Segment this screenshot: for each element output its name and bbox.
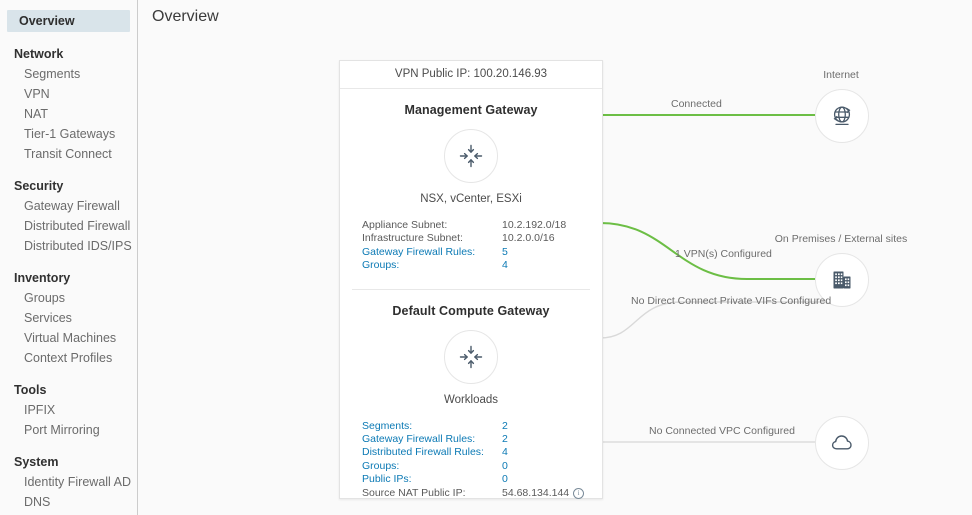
stat-row[interactable]: Public IPs: 0 bbox=[362, 473, 590, 486]
management-gateway-icon-circle[interactable] bbox=[444, 129, 498, 183]
stat-label: Infrastructure Subnet: bbox=[362, 232, 463, 245]
info-icon[interactable]: i bbox=[573, 487, 585, 499]
sidebar-item-dns[interactable]: DNS bbox=[24, 495, 51, 509]
stat-value[interactable]: 4 bbox=[502, 446, 508, 459]
stat-label: Appliance Subnet: bbox=[362, 219, 448, 231]
vpc-link-label: No Connected VPC Configured bbox=[649, 425, 795, 437]
stat-label[interactable]: Public IPs: bbox=[362, 473, 412, 486]
stat-row[interactable]: Gateway Firewall Rules: 5 bbox=[362, 246, 590, 259]
node-vpc[interactable] bbox=[815, 416, 869, 470]
sidebar-group-title: Security bbox=[14, 179, 64, 193]
stat-value[interactable]: 0 bbox=[502, 473, 508, 486]
sidebar-item-distributed-ids-ips[interactable]: Distributed IDS/IPS bbox=[24, 239, 132, 253]
vpn-link-label: 1 VPN(s) Configured bbox=[675, 248, 772, 260]
stat-row[interactable]: Gateway Firewall Rules: 2 bbox=[362, 433, 590, 446]
management-gateway-section: Management Gateway NSX, vCenter, ESXi Ap… bbox=[340, 89, 602, 273]
compute-gateway-title: Default Compute Gateway bbox=[392, 303, 550, 318]
sidebar-item-virtual-machines[interactable]: Virtual Machines bbox=[24, 331, 117, 345]
management-gateway-subtitle: NSX, vCenter, ESXi bbox=[420, 193, 522, 205]
stat-value[interactable]: 2 bbox=[502, 419, 508, 432]
sidebar-group-title: Inventory bbox=[14, 271, 71, 285]
sidebar-item-services[interactable]: Services bbox=[24, 311, 72, 325]
node-on-premises[interactable]: On Premises / External sites bbox=[775, 233, 907, 307]
stat-row[interactable]: Segments: 2 bbox=[362, 420, 590, 433]
vpn-line bbox=[599, 222, 815, 280]
stat-label[interactable]: Segments: bbox=[362, 419, 413, 432]
card-divider bbox=[352, 288, 590, 290]
sidebar-item-vpn[interactable]: VPN bbox=[24, 87, 50, 101]
stat-value: 10.2.192.0/18 bbox=[502, 219, 567, 231]
management-gateway-title: Management Gateway bbox=[404, 103, 538, 117]
vpn-public-ip-header: VPN Public IP: 100.20.146.93 bbox=[340, 61, 602, 89]
topology-diagram: Connected 1 VPN(s) Configured No Direct … bbox=[137, 0, 972, 515]
sidebar-item-identity-firewall-ad[interactable]: Identity Firewall AD bbox=[24, 475, 131, 489]
cloud-icon bbox=[831, 435, 852, 450]
node-internet-label: Internet bbox=[823, 69, 859, 81]
page-title: Overview bbox=[152, 8, 219, 25]
stat-value: 10.2.0.0/16 bbox=[502, 232, 555, 245]
sidebar-item-context-profiles[interactable]: Context Profiles bbox=[24, 351, 113, 365]
stat-label[interactable]: Gateway Firewall Rules: bbox=[362, 433, 476, 446]
node-internet[interactable]: Internet bbox=[815, 69, 869, 143]
sidebar-item-groups[interactable]: Groups bbox=[24, 291, 65, 305]
stat-value[interactable]: 0 bbox=[502, 459, 508, 472]
internet-link-label: Connected bbox=[671, 98, 722, 110]
sidebar-item-transit-connect[interactable]: Transit Connect bbox=[24, 147, 112, 161]
building-icon bbox=[833, 271, 851, 289]
sidebar-item-distributed-firewall[interactable]: Distributed Firewall bbox=[24, 219, 131, 233]
globe-icon bbox=[833, 106, 851, 126]
gateway-card: VPN Public IP: 100.20.146.93 Management … bbox=[339, 60, 603, 499]
stat-value[interactable]: 5 bbox=[502, 245, 508, 258]
compute-gateway-section: Default Compute Gateway Workloads Segmen… bbox=[340, 290, 602, 500]
sidebar-item-overview[interactable]: Overview bbox=[7, 10, 130, 32]
stat-label[interactable]: Groups: bbox=[362, 459, 400, 472]
sidebar-item-nat[interactable]: NAT bbox=[24, 107, 49, 121]
node-internet-circle[interactable] bbox=[815, 89, 869, 143]
compute-gateway-subtitle: Workloads bbox=[443, 393, 499, 406]
stat-value[interactable]: 2 bbox=[502, 433, 508, 446]
sidebar-item-segments[interactable]: Segments bbox=[24, 67, 81, 81]
sidebar-group-title: Network bbox=[14, 47, 64, 61]
direct-connect-line bbox=[599, 301, 837, 339]
stat-value[interactable]: 4 bbox=[502, 259, 508, 272]
sidebar-item-tier-1-gateways[interactable]: Tier-1 Gateways bbox=[24, 127, 116, 141]
stat-row: Infrastructure Subnet: 10.2.0.0/16 bbox=[362, 232, 590, 245]
stat-row[interactable]: Distributed Firewall Rules: 4 bbox=[362, 446, 590, 459]
connection-lines bbox=[599, 114, 837, 443]
stat-label[interactable]: Groups: bbox=[362, 259, 400, 272]
compute-gateway-icon-circle[interactable] bbox=[444, 329, 498, 384]
stat-label[interactable]: Gateway Firewall Rules: bbox=[362, 245, 476, 258]
sidebar-item-gateway-firewall[interactable]: Gateway Firewall bbox=[24, 199, 120, 213]
sidebar-group-title: System bbox=[14, 455, 59, 469]
sidebar-item-port-mirroring[interactable]: Port Mirroring bbox=[24, 423, 100, 437]
node-on-premises-label: On Premises / External sites bbox=[774, 233, 908, 245]
stat-label[interactable]: Distributed Firewall Rules: bbox=[362, 446, 484, 459]
stat-row[interactable]: Groups: 0 bbox=[362, 460, 590, 473]
stat-row: Appliance Subnet: 10.2.192.0/18 bbox=[362, 219, 590, 232]
direct-connect-link-label: No Direct Connect Private VIFs Configure… bbox=[631, 295, 832, 307]
stat-row[interactable]: Groups: 4 bbox=[362, 259, 590, 272]
gateway-icon bbox=[459, 144, 483, 168]
node-vpc-circle[interactable] bbox=[815, 416, 869, 470]
stat-label: Source NAT Public IP: bbox=[362, 486, 466, 499]
gateway-icon bbox=[459, 345, 483, 368]
sidebar-item-ipfix[interactable]: IPFIX bbox=[24, 403, 56, 417]
sidebar-group-title: Tools bbox=[14, 383, 47, 397]
node-on-premises-circle[interactable] bbox=[815, 253, 869, 307]
